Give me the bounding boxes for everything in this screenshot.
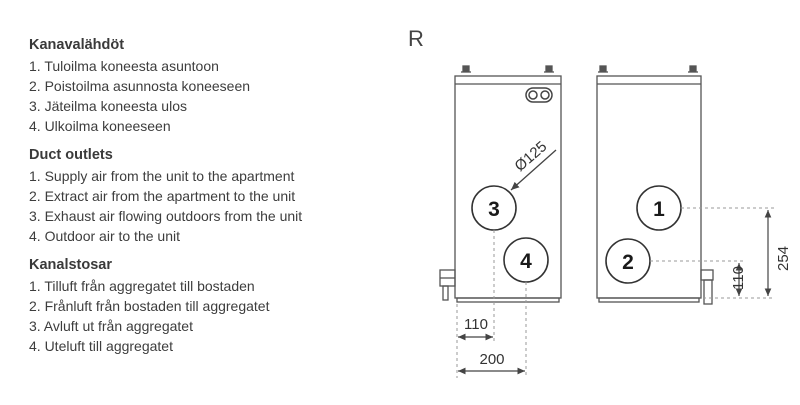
list-item: 1. Tuloilma koneesta asuntoon bbox=[29, 58, 219, 74]
legend-section-english: Duct outlets 1. Supply air from the unit… bbox=[29, 146, 399, 246]
list-item: 2. Extract air from the apartment to the… bbox=[29, 188, 296, 204]
diameter-leader bbox=[510, 149, 557, 191]
dimension-label: 110 bbox=[464, 316, 488, 333]
list-item: 3. Avluft ut från aggregatet bbox=[29, 318, 193, 334]
list-item: 1. Supply air from the unit to the apart… bbox=[29, 168, 295, 184]
outlet-label: 4 bbox=[520, 250, 532, 273]
section-title: Duct outlets bbox=[29, 147, 113, 163]
dimension-label: 200 bbox=[479, 351, 504, 368]
variant-label: R bbox=[408, 26, 424, 51]
dimension-254-vertical: 254 bbox=[764, 210, 792, 296]
outlet-label: 3 bbox=[488, 198, 500, 221]
list-item: 3. Jäteilma koneesta ulos bbox=[29, 98, 187, 114]
legend-section-swedish: Kanalstosar 1. Tilluft från aggregatet t… bbox=[29, 256, 399, 356]
list-item: 1. Tilluft från aggregatet till bostaden bbox=[29, 278, 255, 294]
legend-section-finnish: Kanavalähdöt 1. Tuloilma koneesta asunto… bbox=[29, 36, 399, 136]
list-item: 4. Outdoor air to the unit bbox=[29, 228, 180, 244]
outlet-label: 2 bbox=[622, 251, 634, 274]
cable-gland-icon bbox=[525, 87, 553, 103]
dimension-label: 254 bbox=[775, 246, 792, 271]
outlet-2: 2 bbox=[605, 238, 651, 284]
dimension-200-horizontal: 200 bbox=[458, 351, 525, 375]
outlet-label: 1 bbox=[653, 198, 665, 221]
section-title: Kanalstosar bbox=[29, 257, 113, 273]
legend: Kanavalähdöt 1. Tuloilma koneesta asunto… bbox=[29, 36, 399, 366]
section-title: Kanavalähdöt bbox=[29, 37, 125, 53]
list-item: 2. Poistoilma asunnosta koneeseen bbox=[29, 78, 251, 94]
list-item: 4. Ulkoilma koneeseen bbox=[29, 118, 171, 134]
outlet-3: 3 bbox=[471, 185, 517, 231]
dimension-110-vertical: 110 bbox=[730, 263, 747, 296]
outlet-4: 4 bbox=[503, 237, 549, 283]
extension-lines bbox=[456, 207, 774, 378]
list-item: 4. Uteluft till aggregatet bbox=[29, 338, 173, 354]
list-item: 2. Frånluft från bostaden till aggregate… bbox=[29, 298, 270, 314]
dimension-label: 110 bbox=[730, 266, 747, 290]
list-item: 3. Exhaust air flowing outdoors from the… bbox=[29, 208, 303, 224]
dimension-110-horizontal: 110 bbox=[458, 316, 493, 341]
outlet-1: 1 bbox=[636, 185, 682, 231]
